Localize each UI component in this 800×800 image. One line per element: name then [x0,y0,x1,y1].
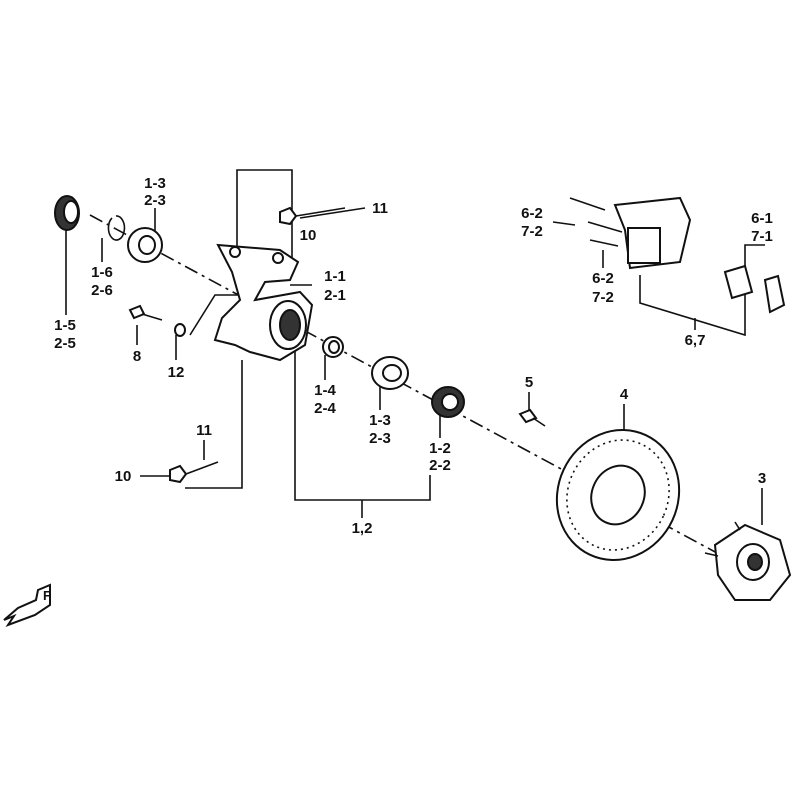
label-2-5: 2-5 [54,335,76,352]
label-11-bottom: 11 [196,422,212,439]
label-1-6: 1-6 [91,264,113,281]
label-1-2-assembly: 1,2 [352,520,373,537]
bolt-11-top [295,207,346,217]
knuckle [213,243,314,362]
spacer [322,336,344,358]
hub-3 [704,521,792,601]
oil-seal-inner [431,386,465,418]
caliper [569,196,692,270]
label-3: 3 [758,470,766,487]
label-1-2: 1-2 [429,440,451,457]
circlip [107,215,126,241]
label-6-2-pin: 6-2 [592,270,614,287]
label-2-6: 2-6 [91,282,113,299]
nut-10-bottom [169,464,188,484]
label-7-1: 7-1 [751,228,773,245]
leader-lines [65,169,765,525]
label-7-2-bleeder: 7-2 [521,223,543,240]
label-2-3-outer: 2-3 [144,192,166,209]
leader-line [299,207,366,219]
leader-line [189,294,240,336]
label-2-4: 2-4 [314,400,336,417]
brake-disc-4 [555,429,681,561]
label-1-1: 1-1 [324,268,346,285]
label-6-7: 6,7 [685,332,706,349]
label-5: 5 [525,374,533,391]
leader-line [294,350,431,501]
leader-line [185,360,243,489]
label-8: 8 [133,348,141,365]
leader-line [639,244,765,337]
nut-10-top [279,206,298,226]
bolt-8 [128,304,163,321]
label-6-2-bleeder: 6-2 [521,205,543,222]
bearing-inner [371,356,409,390]
front-marker-letter: F [43,588,51,603]
label-7-2-pin: 7-2 [592,289,614,306]
brake-pads [723,264,786,314]
label-1-3-inner: 1-3 [369,412,391,429]
label-10-top: 10 [300,227,317,244]
label-1-4: 1-4 [314,382,336,399]
bolt-11-bottom [185,461,219,475]
bearing-outer [127,227,163,263]
bolt-5 [518,408,546,427]
label-10-bottom: 10 [115,468,132,485]
label-2-3-inner: 2-3 [369,430,391,447]
part-labels: 1-3 2-3 1-6 2-6 1-5 2-5 8 12 11 10 1-1 2… [43,175,773,603]
oil-seal-outer [54,195,80,231]
leader-line [552,221,576,226]
label-6-1: 6-1 [751,210,773,227]
washer-12 [174,323,186,337]
label-12: 12 [168,364,185,381]
label-2-2: 2-2 [429,457,451,474]
label-11-top: 11 [372,200,388,217]
label-1-3-outer: 1-3 [144,175,166,192]
front-direction-arrow-icon [3,583,51,628]
label-2-1: 2-1 [324,287,346,304]
label-1-5: 1-5 [54,317,76,334]
label-4: 4 [620,386,629,403]
